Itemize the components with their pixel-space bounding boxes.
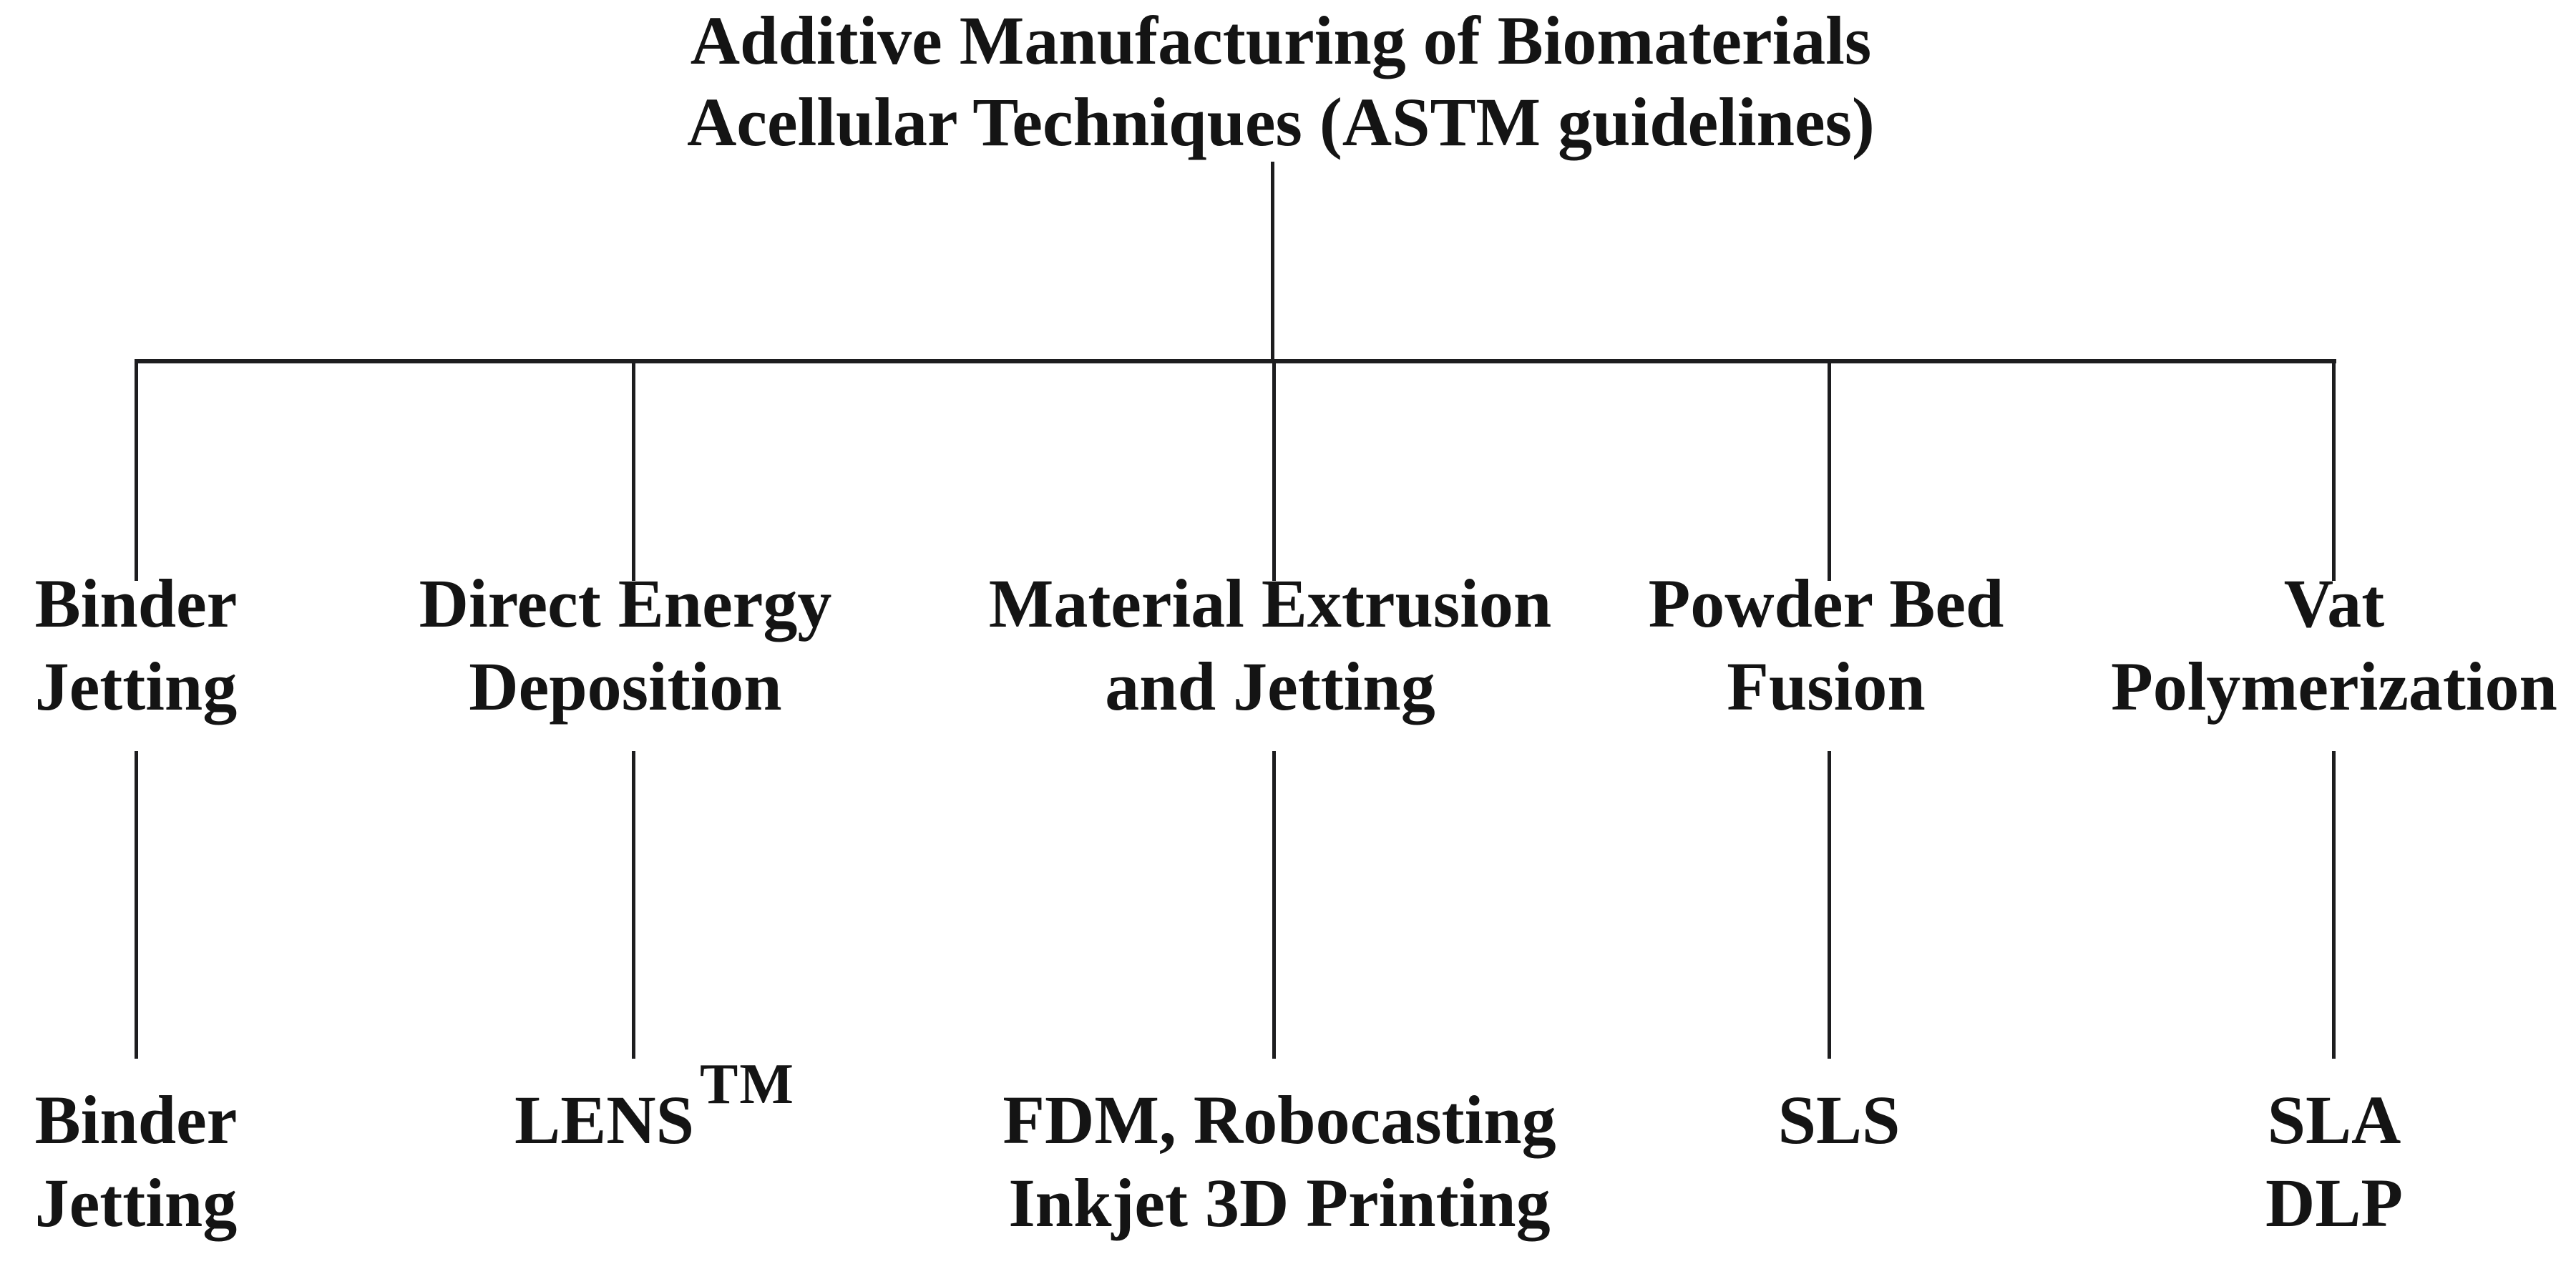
branch-line-upper-4 <box>1828 362 1831 581</box>
technique-label-line: SLS <box>1777 1082 1901 1158</box>
category-label-line: Powder Bed <box>1648 565 2004 642</box>
category-label-line: and Jetting <box>1105 648 1435 725</box>
category-label-direct-energy-deposition: Direct Energy Deposition <box>375 562 876 728</box>
branch-line-lower-5 <box>2332 751 2336 1059</box>
category-label-line: Vat <box>2283 565 2385 642</box>
category-label-line: Fusion <box>1727 648 1926 725</box>
branch-line-upper-2 <box>632 362 635 581</box>
technique-label-line: DLP <box>2265 1165 2403 1241</box>
branch-line-upper-3 <box>1272 362 1276 581</box>
root-stem-line <box>1271 162 1274 361</box>
horizontal-connector-line <box>135 359 2336 363</box>
category-label-binder-jetting: Binder Jetting <box>0 562 272 728</box>
branch-line-lower-3 <box>1272 751 1276 1059</box>
technique-label-sls: SLS <box>1589 1079 2089 1162</box>
category-label-line: Binder <box>34 565 238 642</box>
category-label-vat-polymerization: Vat Polymerization <box>2064 562 2576 728</box>
category-label-line: Deposition <box>469 648 782 725</box>
branch-line-lower-1 <box>135 751 138 1059</box>
category-label-line: Material Extrusion <box>988 565 1552 642</box>
technique-label-line: Jetting <box>34 1165 238 1241</box>
technique-label-fdm-robocasting-inkjet: FDM, Robocasting Inkjet 3D Printing <box>957 1079 1601 1245</box>
diagram-title-line-2: Acellular Techniques (ASTM guidelines) <box>687 84 1875 160</box>
category-label-powder-bed-fusion: Powder Bed Fusion <box>1576 562 2077 728</box>
technique-label-binder-jetting: Binder Jetting <box>0 1079 272 1245</box>
diagram-title-line-1: Additive Manufacturing of Biomaterials <box>690 2 1872 79</box>
category-label-line: Direct Energy <box>419 565 832 642</box>
technique-label-line: Inkjet 3D Printing <box>1008 1165 1551 1241</box>
technique-label-line: SLA <box>2267 1082 2401 1158</box>
trademark-superscript: TM <box>699 1053 795 1116</box>
branch-line-lower-2 <box>632 751 635 1059</box>
technique-label-line: FDM, Robocasting <box>1002 1082 1556 1158</box>
lens-text: LENS <box>514 1082 694 1158</box>
diagram-title: Additive Manufacturing of Biomaterials A… <box>0 0 2562 163</box>
category-label-material-extrusion-and-jetting: Material Extrusion and Jetting <box>948 562 1592 728</box>
branch-line-lower-4 <box>1828 751 1831 1059</box>
technique-label-sla-dlp: SLA DLP <box>2084 1079 2576 1245</box>
category-label-line: Jetting <box>34 648 238 725</box>
branch-line-upper-1 <box>135 362 138 581</box>
category-label-line: Polymerization <box>2111 648 2557 725</box>
branch-line-upper-5 <box>2332 362 2336 581</box>
technique-label-line: Binder <box>34 1082 238 1158</box>
